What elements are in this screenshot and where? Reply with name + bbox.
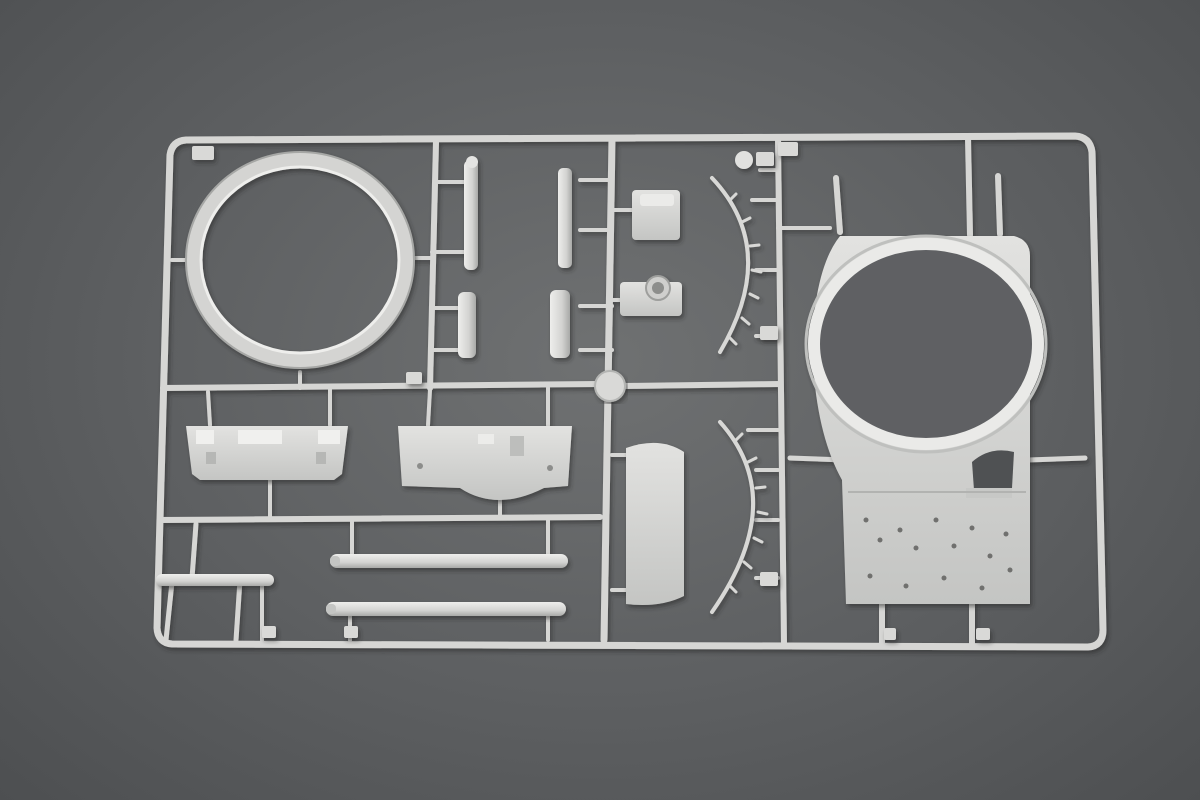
hull-panel-right [398, 426, 572, 500]
sprue-tabs [192, 142, 990, 640]
turret-ring-part [185, 151, 415, 369]
barrel-rods [156, 554, 568, 616]
outer-runner [153, 132, 1107, 651]
sprue-hub [594, 370, 626, 402]
small-parts-column [458, 156, 572, 358]
block-parts [620, 151, 774, 316]
hull-top-part [804, 234, 1048, 604]
track-guard-arcs [710, 176, 769, 614]
hull-panel-left [186, 426, 348, 480]
fender-panel [626, 442, 684, 605]
sprue-frame [153, 132, 1107, 651]
